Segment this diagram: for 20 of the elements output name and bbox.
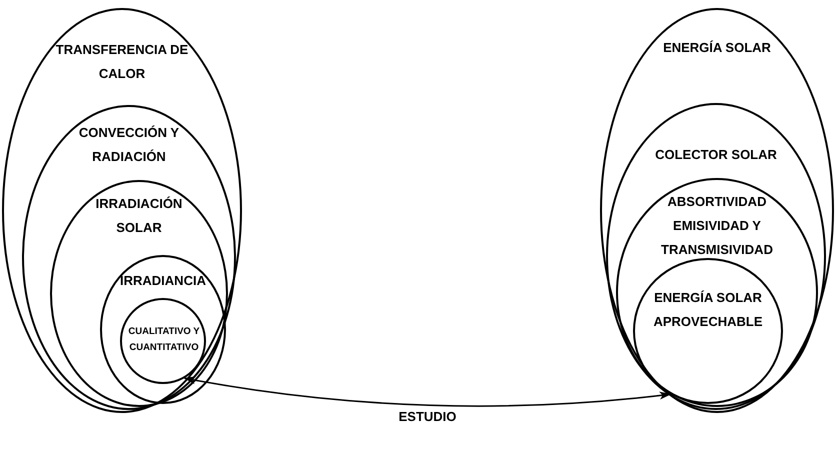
ellipse-label: COLECTOR SOLAR (654, 146, 778, 164)
nested-ellipse (2, 8, 242, 413)
nested-ellipse (633, 258, 783, 404)
ellipse-label: ENERGÍA SOLAR (662, 39, 772, 57)
nested-ellipse (100, 255, 226, 404)
double-arrow (184, 376, 672, 407)
ellipse-label: ABSORTIVIDAD EMISIVIDAD Y TRANSMISIVIDAD (660, 193, 774, 259)
nested-ellipse (606, 103, 826, 410)
ellipse-label: IRRADIANCIA (119, 272, 207, 290)
nested-ellipse (50, 180, 228, 407)
ellipse-label: CONVECCIÓN Y RADIACIÓN (78, 124, 180, 166)
edge-label: ESTUDIO (396, 409, 458, 424)
ellipse-label: ENERGÍA SOLAR APROVECHABLE (652, 289, 764, 331)
nested-ellipse (616, 178, 818, 407)
ellipse-label: IRRADIACIÓN SOLAR (94, 195, 184, 237)
nested-ellipse (600, 8, 834, 413)
ellipse-label: CUALITATIVO Y CUANTITATIVO (127, 325, 201, 355)
ellipse-label: TRANSFERENCIA DE CALOR (54, 41, 190, 83)
nested-ellipse (120, 298, 206, 384)
nested-ellipse (22, 105, 236, 410)
